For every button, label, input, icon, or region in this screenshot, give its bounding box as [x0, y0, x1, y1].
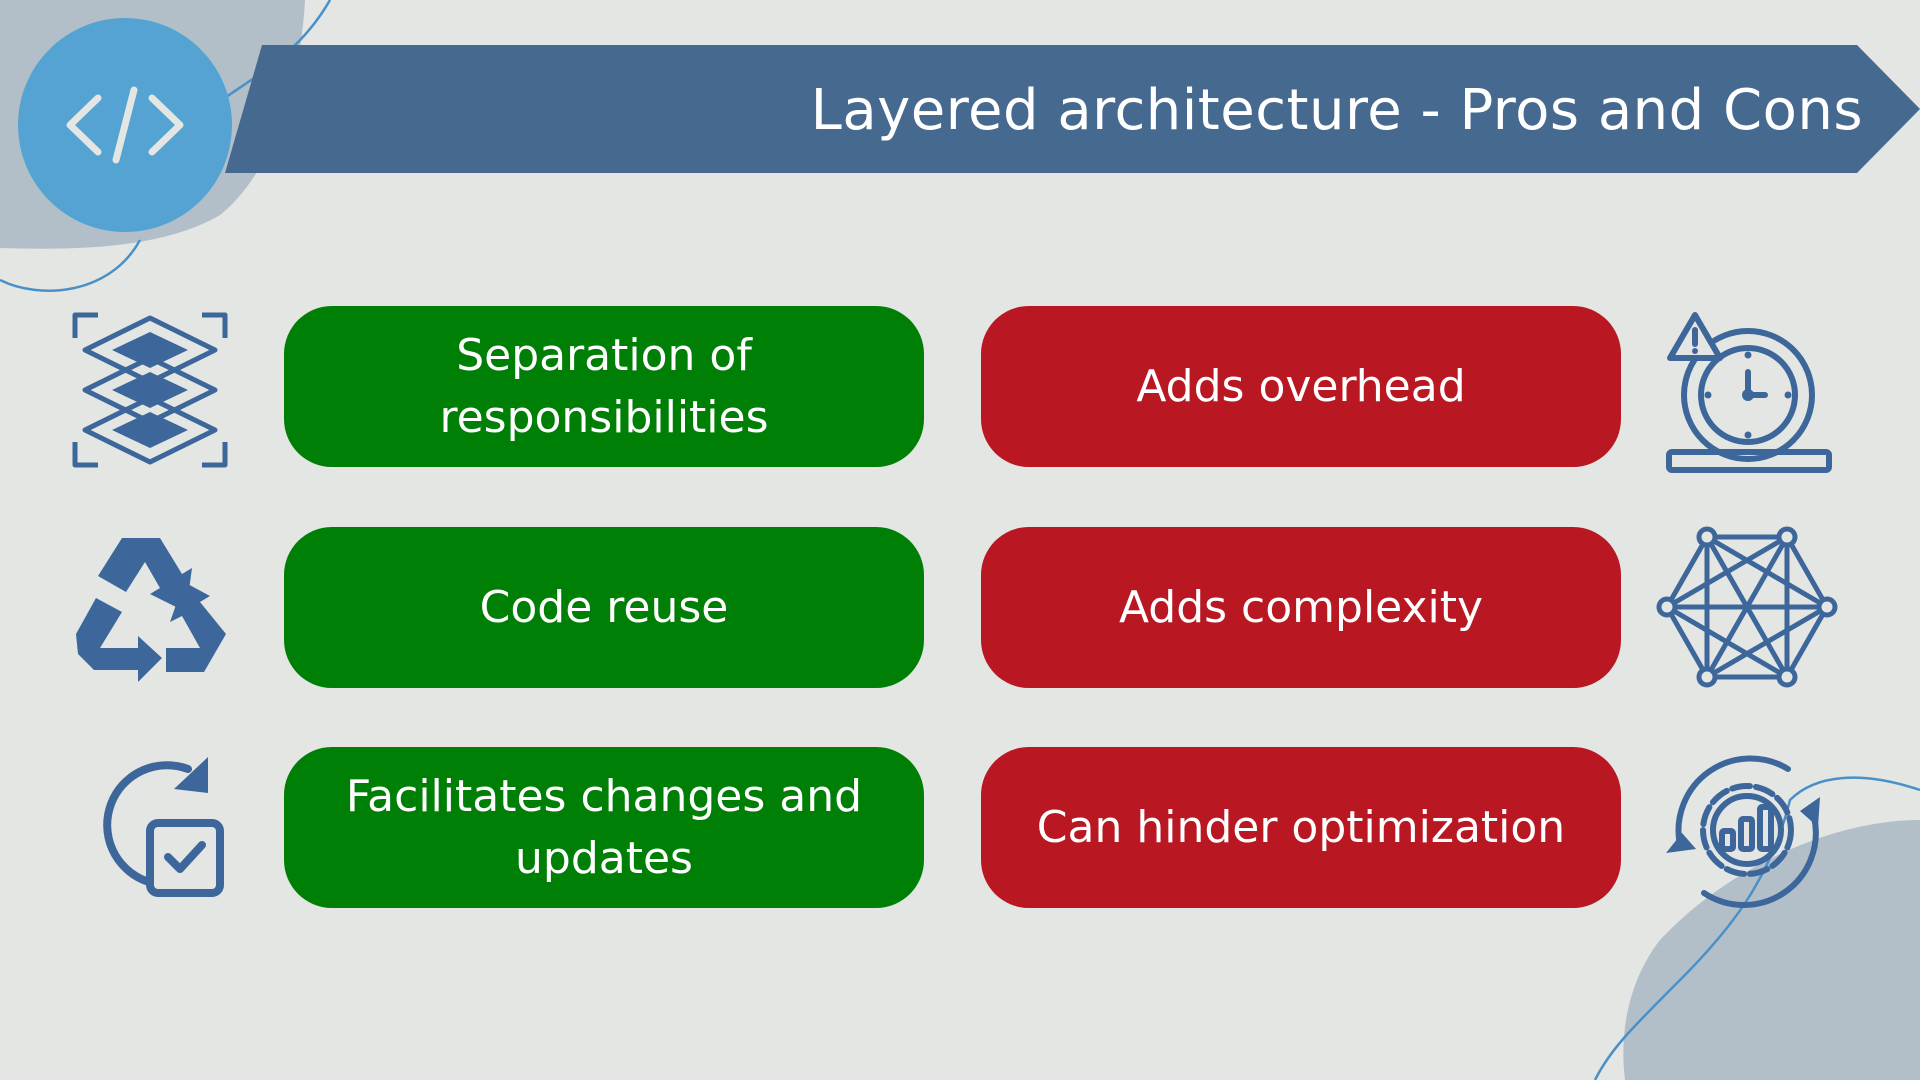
- timer-warning-icon: [1666, 312, 1832, 473]
- pro-item-separation: Separation of responsibilities: [284, 306, 924, 467]
- page-title: Layered architecture - Pros and Cons: [810, 77, 1863, 143]
- pro-item-changes: Facilitates changes and updates: [284, 747, 924, 908]
- pro-item-code-reuse: Code reuse: [284, 527, 924, 688]
- update-checkbox-icon: [103, 757, 224, 897]
- bottom-right-curve: [1593, 776, 1920, 1080]
- bottom-right-blob: [1623, 820, 1920, 1080]
- stacked-layers-icon: [72, 312, 228, 468]
- recycle-icon: [76, 538, 226, 682]
- network-mesh-icon: [1656, 526, 1838, 688]
- title-banner: [225, 45, 1920, 173]
- top-left-lower-curve: [0, 239, 142, 292]
- con-item-complexity: Adds complexity: [981, 527, 1621, 688]
- gear-chart-icon: [1666, 755, 1820, 908]
- con-item-optimization: Can hinder optimization: [981, 747, 1621, 908]
- con-item-overhead: Adds overhead: [981, 306, 1621, 467]
- code-brackets-icon: [66, 86, 184, 164]
